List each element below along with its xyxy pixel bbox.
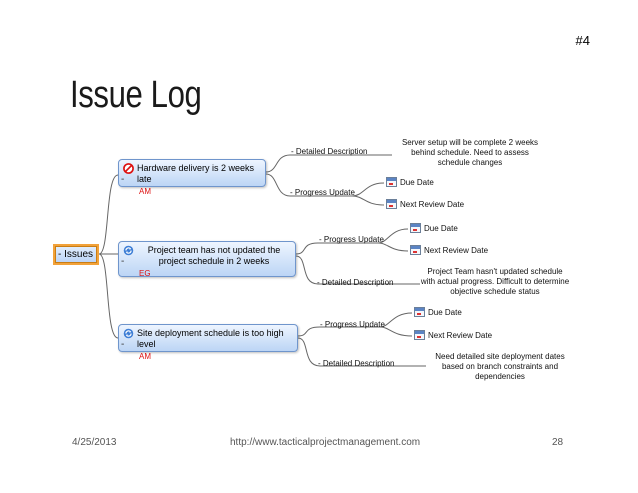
slide-title: Issue Log	[70, 74, 202, 116]
collapse-toggle[interactable]: -	[121, 339, 125, 350]
calendar-icon	[386, 199, 397, 209]
footer-date: 4/25/2013	[72, 437, 117, 448]
issue-node-header: Project team has not updated the project…	[119, 242, 295, 267]
issue-title: Hardware delivery is 2 weeks late	[137, 163, 255, 184]
detailed-description-text: Server setup will be complete 2 weeks be…	[401, 138, 539, 167]
refresh-icon	[123, 328, 134, 339]
collapse-toggle[interactable]: -	[121, 256, 125, 267]
issue-owner: AM	[139, 352, 151, 361]
calendar-icon	[386, 177, 397, 187]
issue-node-header: Site deployment schedule is too high lev…	[119, 325, 297, 350]
calendar-icon	[410, 245, 421, 255]
progress-item-next-review-date[interactable]: Next Review Date	[410, 245, 488, 255]
branch-label-detailed-description[interactable]: - Detailed Description	[317, 278, 394, 287]
detailed-description-text: Need detailed site deployment dates base…	[435, 352, 565, 381]
branch-label-progress-update[interactable]: - Progress Update	[319, 235, 384, 244]
issue-node-hardware-delivery[interactable]: Hardware delivery is 2 weeks late AM	[118, 159, 266, 196]
collapse-toggle[interactable]: -	[121, 174, 125, 185]
refresh-icon	[123, 245, 134, 256]
issue-title: Project team has not updated the project…	[147, 245, 281, 266]
issue-node-site-deployment[interactable]: Site deployment schedule is too high lev…	[118, 324, 298, 361]
branch-label-detailed-description[interactable]: - Detailed Description	[318, 359, 395, 368]
calendar-icon	[414, 330, 425, 340]
branch-label-progress-update[interactable]: - Progress Update	[320, 320, 385, 329]
prohibited-icon	[123, 163, 134, 174]
branch-label-detailed-description[interactable]: - Detailed Description	[291, 147, 368, 156]
branch-label-progress-update[interactable]: - Progress Update	[290, 188, 355, 197]
issue-owner: EG	[139, 269, 151, 278]
issue-owner: AM	[139, 187, 151, 196]
progress-item-next-review-date[interactable]: Next Review Date	[386, 199, 464, 209]
calendar-icon	[414, 307, 425, 317]
issue-node-header: Hardware delivery is 2 weeks late	[119, 160, 265, 185]
issue-title: Site deployment schedule is too high lev…	[137, 328, 284, 349]
progress-item-due-date[interactable]: Due Date	[414, 307, 462, 317]
progress-item-due-date[interactable]: Due Date	[386, 177, 434, 187]
progress-item-due-date[interactable]: Due Date	[410, 223, 458, 233]
progress-item-next-review-date[interactable]: Next Review Date	[414, 330, 492, 340]
slide-number: #4	[575, 33, 590, 48]
footer-url: http://www.tacticalprojectmanagement.com	[230, 437, 421, 448]
calendar-icon	[410, 223, 421, 233]
footer-page-number: 28	[552, 437, 564, 448]
detailed-description-text: Project Team hasn't updated schedule wit…	[420, 267, 570, 296]
root-node-issues[interactable]: - Issues	[53, 244, 99, 265]
issue-node-schedule-not-updated[interactable]: Project team has not updated the project…	[118, 241, 296, 278]
